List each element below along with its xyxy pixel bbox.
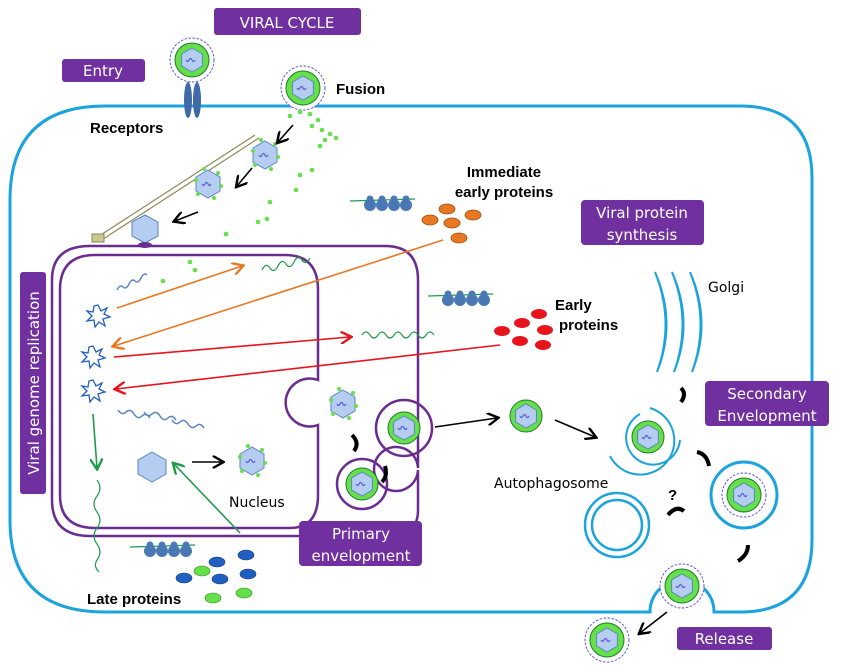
virion-in-vesicle — [721, 472, 767, 518]
perinuclear-vesicle-right — [374, 398, 434, 458]
svg-text:synthesis: synthesis — [607, 226, 678, 244]
wrapping-membrane — [609, 407, 676, 476]
early-proteins-label-2: proteins — [559, 317, 618, 334]
microtubule — [91, 134, 260, 243]
early-proteins — [494, 309, 553, 350]
immediate-early-label-2: early proteins — [455, 184, 553, 201]
fusion-label: Fusion — [336, 81, 385, 98]
capsid-budding — [328, 386, 359, 421]
nucleus-label: Nucleus — [229, 495, 285, 511]
tegument-dots — [160, 109, 339, 284]
receptors-label: Receptors — [90, 120, 163, 137]
golgi-label: Golgi — [708, 280, 744, 296]
virion-secondary-env — [631, 420, 665, 454]
immediate-early-label: Immediate — [467, 164, 541, 181]
dna-strand — [171, 419, 205, 429]
secondary-envelopment-label: Secondary Envelopment — [705, 381, 829, 426]
svg-text:Secondary: Secondary — [727, 385, 807, 403]
virion-perinuclear-1 — [387, 411, 421, 445]
svg-text:envelopment: envelopment — [312, 547, 411, 565]
svg-text:Viral protein: Viral protein — [596, 204, 688, 222]
mrna-strand — [93, 479, 101, 573]
ribosomes-immediate-early — [349, 194, 416, 212]
circular-genome-icon — [86, 304, 111, 328]
golgi-icon — [654, 271, 703, 373]
dna-strand — [116, 273, 148, 291]
empty-capsid — [137, 451, 167, 483]
curved-arrow-icon — [679, 386, 686, 404]
immediate-early-proteins — [421, 203, 482, 244]
circular-genome-icon — [81, 345, 106, 369]
release-label: Release — [677, 627, 772, 650]
entry-label: Entry — [62, 59, 145, 82]
dna-strand — [143, 411, 177, 421]
mrna-strand — [261, 256, 311, 272]
perinuclear-vesicle-bottom — [335, 457, 389, 511]
svg-text:Viral genome replication: Viral genome replication — [25, 291, 43, 475]
virion-released — [584, 617, 630, 663]
capsid-assembled — [237, 443, 268, 478]
svg-text:Primary: Primary — [332, 525, 390, 543]
ribosomes-late — [129, 540, 196, 558]
virion-perinuclear-2 — [345, 467, 379, 501]
ribosomes-early — [427, 289, 494, 307]
question-mark: ? — [668, 487, 677, 504]
curved-arrow-icon — [380, 465, 388, 484]
virion-cytoplasm — [509, 399, 543, 433]
virion-budding — [659, 563, 705, 609]
virion-fusion-icon — [280, 65, 326, 111]
svg-text:Release: Release — [695, 630, 754, 648]
wrapping-membrane-inner — [625, 413, 681, 466]
viral-protein-synthesis-label: Viral protein synthesis — [581, 200, 704, 245]
curved-arrow-icon — [666, 506, 686, 517]
viral-genome-replication-label: Viral genome replication — [20, 272, 46, 494]
svg-text:Envelopment: Envelopment — [717, 407, 816, 425]
capsid-transport-1 — [250, 137, 281, 172]
dna-strand — [117, 409, 151, 419]
title-label: VIRAL CYCLE — [214, 8, 361, 35]
circular-genome-icon — [81, 379, 106, 403]
title-text: VIRAL CYCLE — [240, 14, 335, 32]
late-proteins — [175, 549, 257, 604]
svg-text:Entry: Entry — [83, 62, 123, 80]
nuclear-membrane-inner — [58, 253, 320, 530]
virion-entry-icon — [169, 37, 215, 83]
nuclear-membrane-outer — [50, 244, 420, 538]
mrna-strand — [361, 331, 435, 339]
curved-arrow-icon — [696, 450, 711, 467]
receptor-icon — [184, 82, 201, 118]
late-proteins-label: Late proteins — [87, 591, 181, 608]
capsid-at-pore — [131, 214, 159, 244]
curved-arrow-icon — [736, 544, 750, 563]
autophagosome-icon — [583, 491, 651, 559]
early-proteins-label: Early — [555, 297, 592, 314]
curved-arrow-icon — [350, 433, 359, 453]
primary-envelopment-label: Primary envelopment — [299, 521, 422, 566]
autophagosome-label: Autophagosome — [494, 476, 608, 492]
